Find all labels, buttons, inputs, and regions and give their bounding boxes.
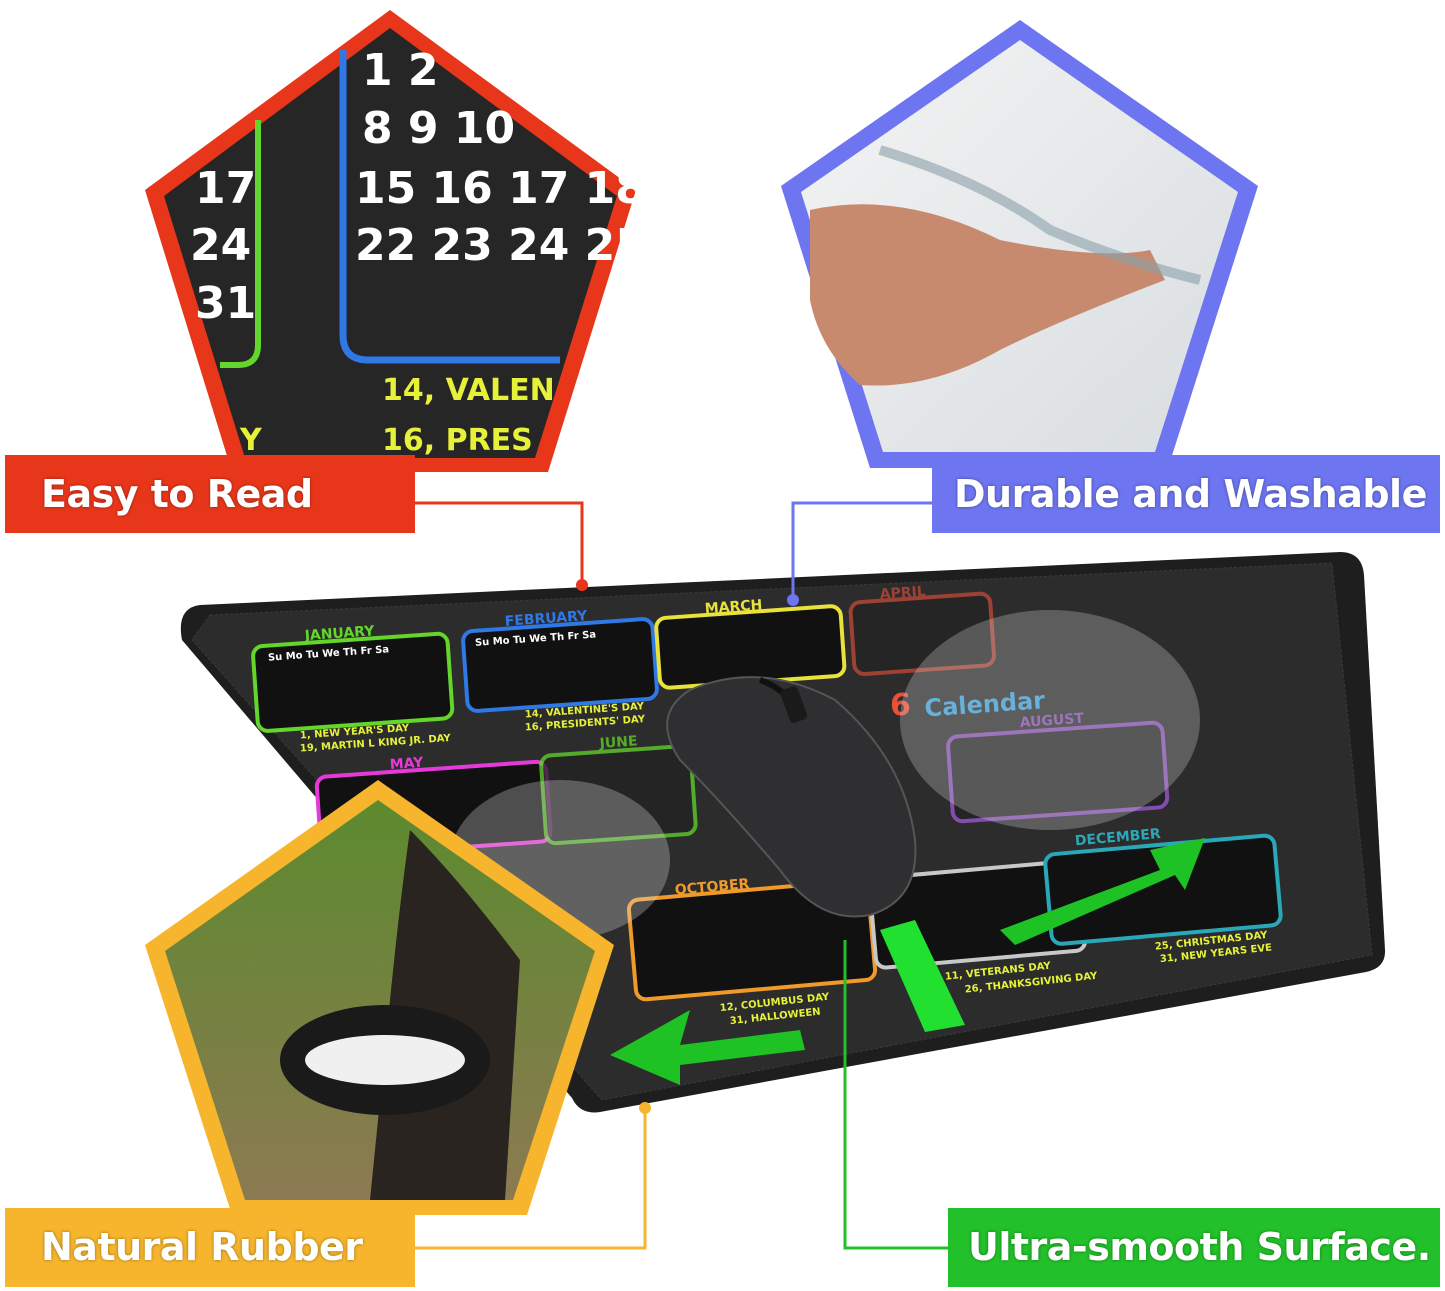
svg-text:JANUARY: JANUARY xyxy=(303,623,375,644)
svg-text:24: 24 xyxy=(190,220,251,271)
connector-green xyxy=(843,940,948,1250)
svg-text:22 23 24 25: 22 23 24 25 xyxy=(355,220,646,271)
connector-red xyxy=(415,501,584,585)
arrow-up-right-icon xyxy=(1000,838,1205,945)
svg-text:Y: Y xyxy=(239,423,263,458)
svg-text:8 9 10: 8 9 10 xyxy=(362,103,515,154)
rubber-tree-pentagon xyxy=(145,780,614,1215)
label-natural-rubber: Natural Rubber xyxy=(5,1208,415,1287)
svg-text:DECEMBER: DECEMBER xyxy=(1074,826,1161,849)
svg-text:17: 17 xyxy=(195,163,256,214)
svg-text:APRIL: APRIL xyxy=(879,584,926,603)
computer-mouse xyxy=(666,676,917,918)
svg-text:FEBRUARY: FEBRUARY xyxy=(504,608,588,630)
hands-image xyxy=(810,204,1165,386)
svg-text:AUGUST: AUGUST xyxy=(1019,711,1085,731)
month-april: APRIL xyxy=(848,584,996,676)
label-easy-to-read: Easy to Read xyxy=(5,455,415,533)
svg-text:OCTOBER: OCTOBER xyxy=(674,876,750,898)
svg-text:14, VALEN: 14, VALEN xyxy=(382,373,555,408)
svg-text:31: 31 xyxy=(195,278,256,329)
brand-logo: 6 xyxy=(890,688,911,723)
month-august: AUGUST xyxy=(946,711,1170,824)
water-hands-pentagon xyxy=(781,20,1258,468)
svg-text:1 2: 1 2 xyxy=(362,45,439,96)
svg-text:JUNE: JUNE xyxy=(598,733,638,752)
latex-cup-image xyxy=(305,1035,465,1085)
connector-yellow xyxy=(415,1108,647,1250)
month-june: JUNE xyxy=(539,733,698,846)
closeup-calendar-pentagon: 1 2 8 9 10 15 16 17 18 22 23 24 25 17 24… xyxy=(145,10,646,472)
arrow-left-icon xyxy=(610,1010,805,1085)
label-durable-washable: Durable and Washable xyxy=(932,455,1440,533)
svg-text:MAY: MAY xyxy=(389,755,424,773)
svg-text:15 16 17 18: 15 16 17 18 xyxy=(355,163,646,214)
svg-text:MARCH: MARCH xyxy=(704,597,763,617)
connector-blue xyxy=(791,501,932,600)
svg-text:16, PRES: 16, PRES xyxy=(382,423,533,458)
arrow-down-icon xyxy=(880,920,965,1032)
label-ultra-smooth-surface: Ultra-smooth Surface. xyxy=(948,1208,1440,1287)
